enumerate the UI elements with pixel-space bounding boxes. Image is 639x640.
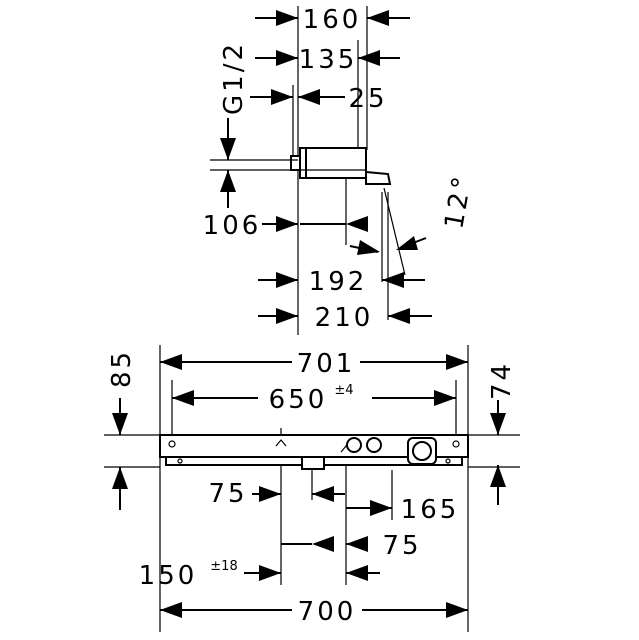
center-mark-left [275, 439, 287, 447]
dim-75-right: 75 [382, 531, 421, 561]
dim-106: 106 [203, 211, 262, 241]
thermostat-dial-icon [412, 441, 432, 461]
dim-74: 74 [487, 361, 517, 400]
dim-650: 650 [269, 385, 328, 415]
valve-knob-2 [366, 437, 382, 453]
dim-160: 160 [303, 5, 362, 35]
angle-line [383, 187, 406, 276]
dim-25: 25 [348, 84, 387, 114]
valve-knob-1 [346, 437, 362, 453]
dim-192: 192 [309, 267, 368, 297]
wall-connector [290, 155, 301, 171]
dim-angle: 12° [439, 172, 478, 231]
spout-front [301, 456, 325, 470]
dim-700: 700 [298, 597, 357, 627]
front-view: 85 701 650 ±4 74 75 165 [104, 345, 520, 632]
dim-701: 701 [297, 349, 356, 379]
dim-85: 85 [107, 349, 137, 388]
dim-150: 150 [139, 561, 198, 591]
dim-165: 165 [401, 495, 460, 525]
spout-side [365, 170, 392, 185]
thermostat-body-side [299, 147, 367, 179]
screw-left-icon [168, 440, 176, 448]
screw-right-icon [452, 440, 460, 448]
dim-135: 135 [299, 45, 358, 75]
dim-650-tolerance: ±4 [334, 383, 353, 398]
dim-150-tolerance: ±18 [210, 559, 237, 574]
side-view: 160 135 G1/2 25 106 12° [203, 5, 478, 335]
dim-thread: G1/2 [219, 41, 249, 115]
dim-210: 210 [315, 303, 374, 333]
dim-75-left: 75 [208, 479, 247, 509]
